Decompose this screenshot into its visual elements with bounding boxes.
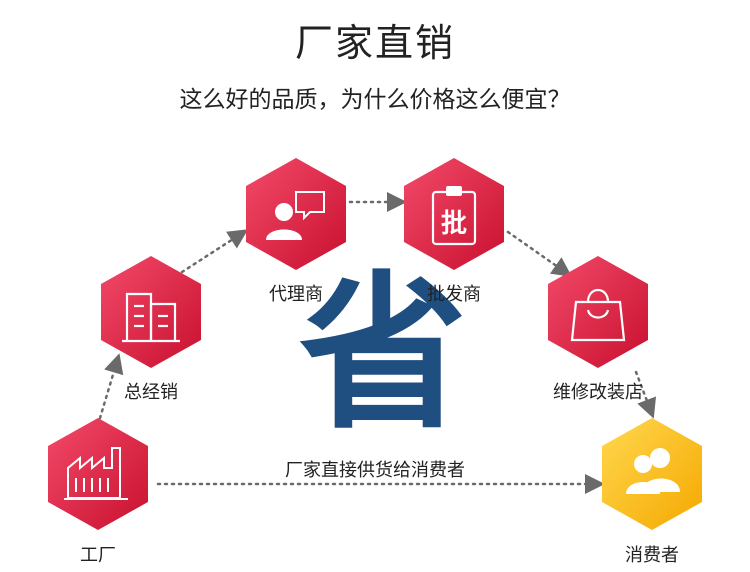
node-wholesaler: 批 <box>404 158 504 270</box>
clipboard-pi-icon: 批 <box>431 186 477 246</box>
node-consumer <box>602 418 702 530</box>
node-label-consumer: 消费者 <box>625 545 679 566</box>
node-label-agent: 代理商 <box>269 284 323 305</box>
node-label-factory: 工厂 <box>80 545 116 566</box>
node-label-wholesaler: 批发商 <box>427 284 481 305</box>
hexagon-red <box>548 256 648 368</box>
node-label-distributor: 总经销 <box>124 382 178 403</box>
arrow-factory-to-distributor <box>98 353 124 420</box>
hexagon-red <box>48 418 148 530</box>
shopping-bag-icon <box>570 288 626 342</box>
consumers-icon <box>626 448 680 494</box>
hexagon-red <box>246 158 346 270</box>
connector-lines <box>98 192 657 494</box>
page-title: 厂家直销 <box>294 21 455 65</box>
agent-chat-icon <box>266 191 325 240</box>
arrow-wholesaler-to-repair <box>506 230 573 277</box>
arrow-distributor-to-agent <box>180 229 249 274</box>
node-repair-shop <box>548 256 648 368</box>
hexagon-yellow <box>602 418 702 530</box>
arrow-repair-to-consumer <box>634 370 657 419</box>
building-icon <box>122 292 180 343</box>
save-character: 省 <box>299 256 467 452</box>
hexagon-red <box>404 158 504 270</box>
node-label-repair-shop: 维修改装店 <box>553 382 643 403</box>
direct-supply-label: 厂家直接供货给消费者 <box>285 460 465 481</box>
factory-icon <box>64 447 128 500</box>
page-subtitle: 这么好的品质，为什么价格这么便宜？ <box>179 87 571 113</box>
node-distributor <box>101 256 201 368</box>
svg-text:批: 批 <box>441 209 467 239</box>
node-factory <box>48 418 148 530</box>
node-agent <box>246 158 346 270</box>
